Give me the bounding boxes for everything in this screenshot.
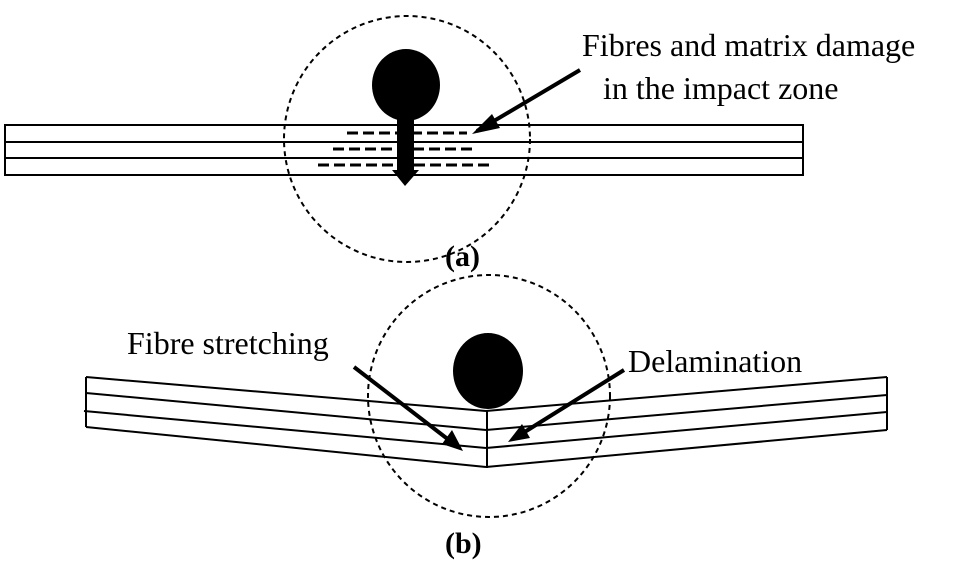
impact-zone-circle-b	[367, 274, 611, 518]
caption-a: (a)	[445, 240, 480, 273]
label-fibre-stretching: Fibre stretching	[127, 325, 329, 361]
left-ply-edge-1	[85, 376, 487, 412]
impactor-ball	[372, 49, 440, 121]
right-ply-edge-2	[485, 394, 888, 431]
annotation-line-2: in the impact zone	[603, 70, 838, 106]
annotation-arrowhead-a	[472, 114, 500, 134]
delamination-arrowhead	[508, 424, 530, 442]
fibre-stretching-arrow	[352, 365, 460, 449]
impactor-a	[372, 49, 440, 186]
impactor-ball-b	[453, 333, 523, 409]
bent-laminate-right	[485, 376, 888, 468]
impactor-shaft	[397, 110, 414, 174]
left-ply-edge-2	[85, 392, 487, 431]
right-ply-edge-1	[485, 376, 888, 412]
panel-b: Fibre stretching Delamination (b)	[83, 274, 888, 560]
impact-zone-circle	[283, 15, 531, 263]
right-ply-edge-4	[485, 429, 888, 468]
caption-b: (b)	[445, 527, 482, 560]
panel-a: Fibres and matrix damage in the impact z…	[4, 15, 915, 273]
bent-laminate-left	[83, 376, 487, 468]
impactor-arrow-tip	[392, 170, 419, 186]
left-ply-edge-3	[83, 410, 487, 449]
label-delamination: Delamination	[628, 343, 802, 379]
delamination-arrow	[513, 368, 626, 440]
left-ply-edge-4	[85, 426, 487, 468]
right-ply-edge-3	[485, 411, 888, 449]
annotation-line-1: Fibres and matrix damage	[582, 27, 915, 63]
fibre-stretching-arrowhead	[442, 430, 463, 451]
